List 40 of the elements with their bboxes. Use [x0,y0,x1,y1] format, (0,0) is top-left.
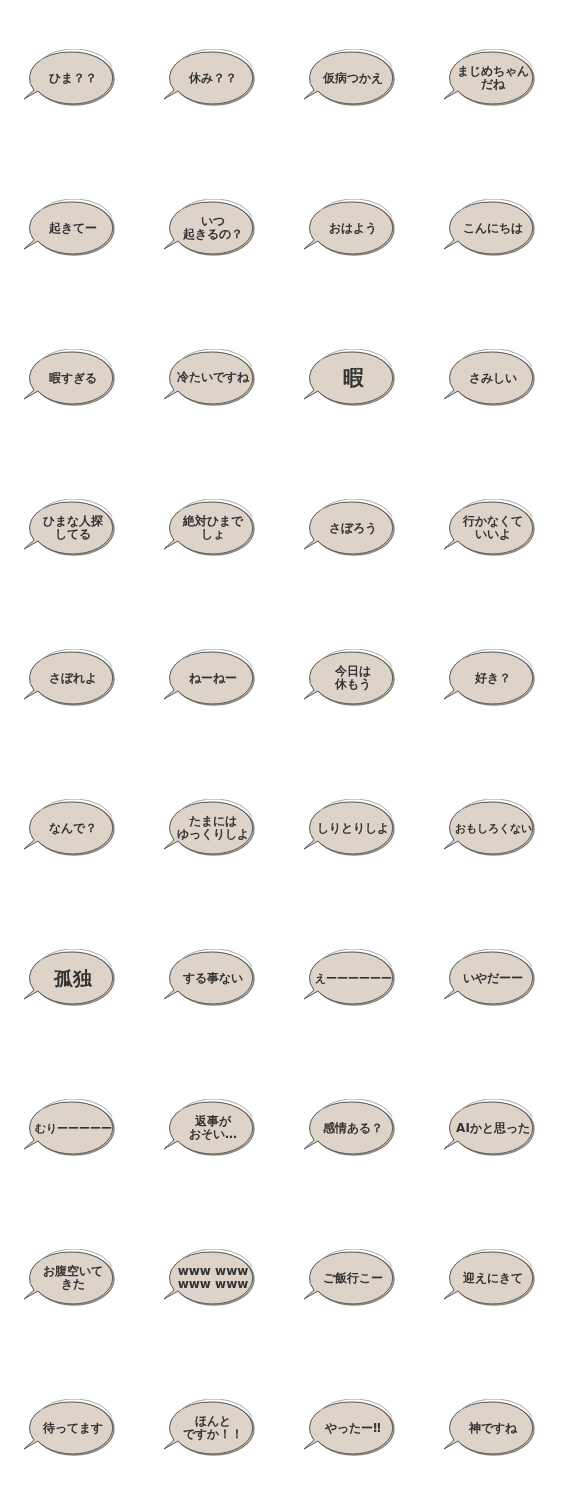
bubble-text: さぼれよ [49,671,97,685]
bubble-text: おもしろくない [454,821,532,835]
bubble-text: 行かなくていいよ [463,515,523,541]
bubble-text: する事ない [183,971,243,985]
bubble-text: ひまな人探してる [43,515,103,541]
bubble-text: 冷たいですね [177,371,249,385]
bubble-text: しりとりしよ [317,821,389,835]
bubble-text: 起きてー [49,221,97,235]
bubble-text: 休み？？ [189,71,237,85]
bubble-text: たまにはゆっくりしよ [177,814,249,842]
bubble-text: 暇 [342,366,364,390]
bubble-text: ひま？？ [49,71,97,85]
bubble-text: ほんとですか！！ [183,1415,243,1441]
bubble-text: 仮病つかえ [323,71,383,85]
bubble-text: お腹空いてきた [43,1265,103,1291]
bubble-text: いやだーー [463,971,523,985]
bubble-text: 好き？ [475,671,511,685]
bubble-text: いつ起きるの？ [183,215,243,241]
bubble-text: なんで？ [49,821,97,835]
bubble-text: まじめちゃんだね [457,65,529,91]
bubble-text: 今日は休もう [335,665,371,691]
bubble-text: AIかと思った [456,1121,530,1135]
bubble-text: さぼろう [329,521,377,535]
bubble-text: 孤独 [54,967,92,989]
bubble-text: やったー‼ [325,1421,381,1435]
bubble-text: ご飯行こー [323,1271,383,1285]
bubble-text: むりーーーーー [34,1121,112,1135]
bubble-text: 暇すぎる [49,371,97,385]
bubble-text: 返事がおそい… [189,1115,237,1141]
bubble-text: www www www www [177,1265,249,1291]
bubble-text: さみしい [469,371,517,385]
bubble-text: 感情ある？ [323,1121,383,1135]
bubble-text: おはよう [329,221,377,235]
bubble-text: えーーーーーー [314,971,392,985]
bubble-text: こんにちは [463,221,523,235]
bubble-text: 待ってます [43,1421,103,1435]
bubble-text: 神ですね [469,1421,517,1435]
bubble-text: 絶対ひまでしょ [183,515,243,541]
bubble-text: 迎えにきて [463,1271,523,1285]
bubble-text: ねーねー [189,671,237,685]
